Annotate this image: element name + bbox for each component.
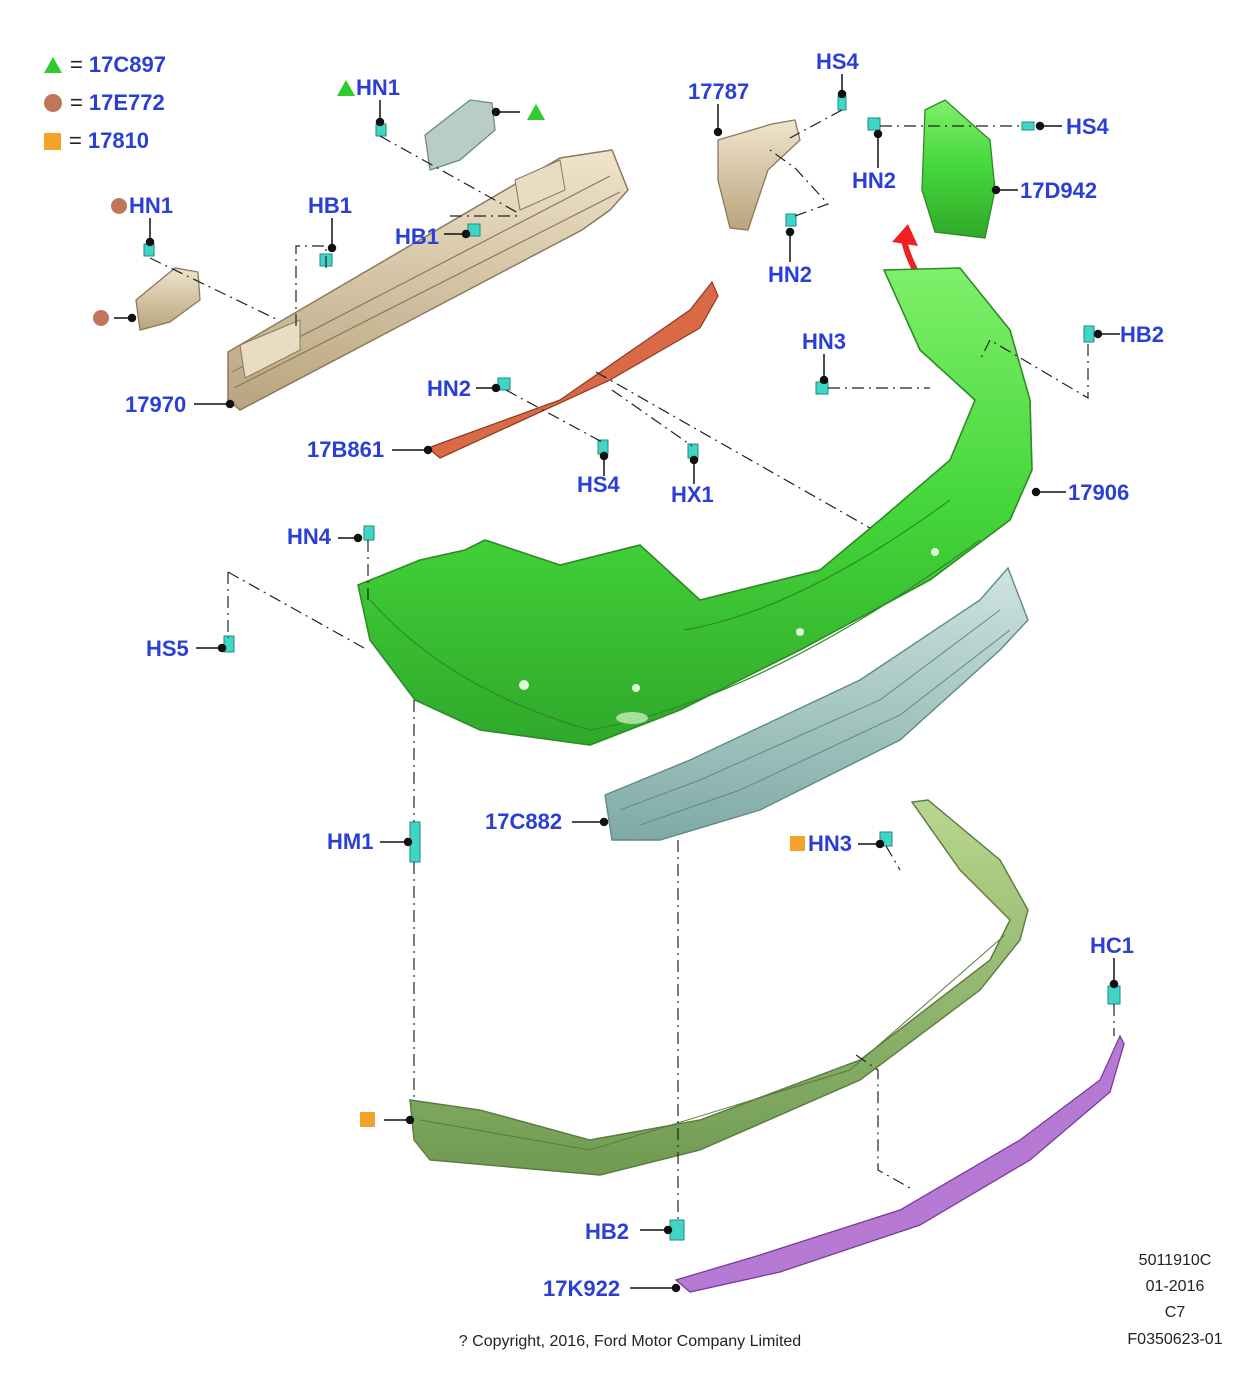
clip-hs4-right (1021, 121, 1035, 131)
clip-hn3-top (815, 381, 829, 395)
label-17b861: 17B861 (307, 437, 385, 462)
legend-code: 17C897 (88, 52, 166, 77)
rear-bumper-reinforcement-17970 (227, 149, 629, 411)
circle-symbol-hn1 (111, 198, 127, 214)
label-17970: 17970 (125, 392, 187, 417)
label-17787: 17787 (688, 79, 750, 104)
energy-absorber-17C882 (604, 566, 1029, 841)
square-icon (44, 132, 61, 150)
figure-id: F0350623-01 (1127, 1331, 1223, 1348)
bumper-bracket-17D942 (921, 99, 996, 239)
label-hb1-b: HB1 (395, 224, 440, 249)
leader-lines (114, 74, 1120, 1293)
bumper-bracket-17787 (717, 119, 801, 231)
label-hn4: HN4 (287, 524, 332, 549)
label-hn2-right: HN2 (852, 168, 897, 193)
clip-hn2-right (867, 117, 881, 131)
label-hn1-top: HN1 (356, 75, 401, 100)
label-hs4-mid: HS4 (577, 472, 620, 497)
label-17906: 17906 (1068, 480, 1130, 505)
label-hb2-top: HB2 (1120, 322, 1165, 347)
label-hs5: HS5 (146, 636, 189, 661)
clip-hs5 (223, 635, 235, 653)
clip-hn2-left (497, 377, 511, 391)
legend-item-17810: = 17810 (44, 128, 149, 154)
lower-trim-strip-17K922 (674, 1034, 1125, 1293)
label-hm1: HM1 (327, 829, 374, 854)
drawing-date: 01-2016 (1145, 1278, 1205, 1295)
triangle-symbol-hn1 (337, 80, 355, 96)
label-hn2-left: HN2 (427, 376, 472, 401)
label-hn2-mid: HN2 (768, 262, 813, 287)
square-symbol-hn3 (790, 836, 805, 851)
triangle-icon (44, 57, 62, 73)
legend-item-17e772: = 17E772 (44, 90, 165, 116)
bumper-bracket-17B861 (426, 280, 719, 459)
legend-code: 17E772 (88, 90, 165, 115)
label-hc1: HC1 (1090, 933, 1135, 958)
label-hb2-low: HB2 (585, 1219, 630, 1244)
clip-hc1 (1107, 985, 1121, 1005)
drawing-revision: C7 (1164, 1304, 1186, 1321)
label-hb1-a: HB1 (308, 193, 353, 218)
label-hs4-top: HS4 (816, 49, 859, 74)
label-hx1: HX1 (671, 482, 714, 507)
label-hn3-top: HN3 (802, 329, 847, 354)
bumper-bracket-left (135, 267, 201, 331)
bumper-bracket-top (424, 99, 496, 171)
triangle-symbol-bracket (527, 104, 545, 120)
square-symbol-valance (360, 1112, 375, 1127)
reference-symbols (93, 80, 805, 1127)
drawing-code: 5011910C (1138, 1252, 1212, 1269)
rear-bumper-cover-17906 (357, 267, 1033, 746)
legend-item-17c897: = 17C897 (44, 52, 166, 78)
label-17k922: 17K922 (543, 1276, 621, 1301)
assembly-lines (149, 109, 1115, 1222)
clip-hn4 (363, 525, 375, 541)
copyright-notice: ? Copyright, 2016, Ford Motor Company Li… (458, 1333, 802, 1350)
circle-icon (44, 94, 62, 112)
clip-hb1-b (467, 223, 481, 237)
clip-hb2-top (1083, 325, 1095, 343)
circle-symbol-bracket (93, 310, 109, 326)
label-17d942: 17D942 (1020, 178, 1098, 203)
legend-code: 17810 (87, 128, 150, 153)
label-hn3-low: HN3 (808, 831, 853, 856)
label-17c882: 17C882 (485, 809, 563, 834)
lower-valance-17810 (409, 799, 1029, 1176)
label-hn1-left: HN1 (129, 193, 174, 218)
clip-hn2-mid (785, 213, 797, 227)
label-hs4-right: HS4 (1066, 114, 1109, 139)
